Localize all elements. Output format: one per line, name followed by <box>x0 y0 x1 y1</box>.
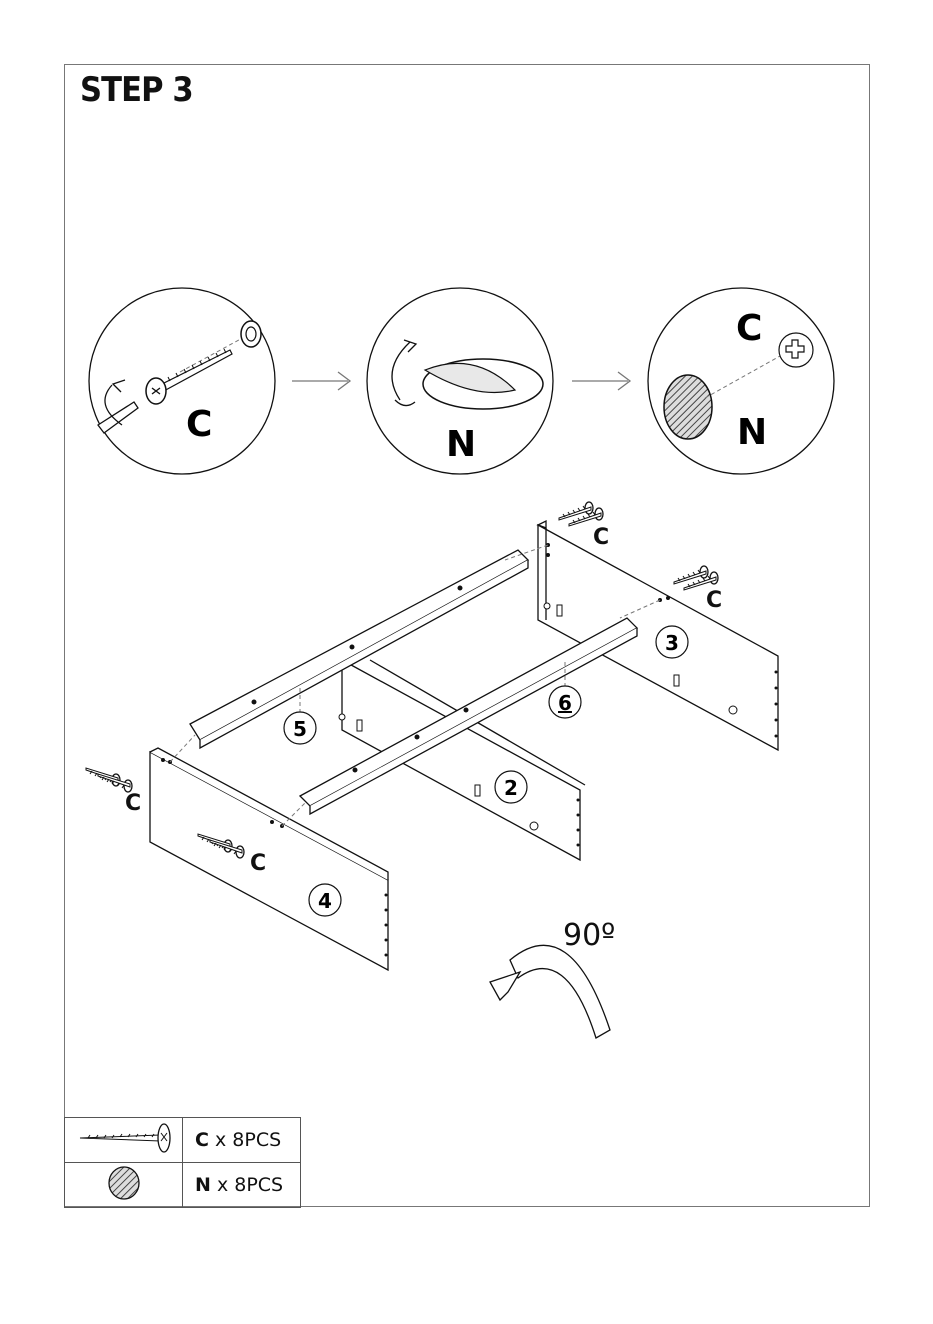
screw-label: C <box>125 791 141 816</box>
screw-label: C <box>250 851 266 876</box>
cap-icon <box>104 1165 144 1201</box>
part-number-2: 2 <box>504 776 518 800</box>
parts-legend: C x 8PCS N x 8PCS <box>64 1117 301 1208</box>
detail-letter-c: C <box>736 308 762 349</box>
legend-text-screw: C x 8PCS <box>183 1118 301 1163</box>
detail-circle-cap-on-screw: C N <box>648 288 834 474</box>
detail-letter-c: C <box>186 404 212 445</box>
part-number-3: 3 <box>665 631 679 655</box>
screw-label: C <box>593 525 609 550</box>
legend-row-cap: N x 8PCS <box>65 1163 301 1208</box>
part-number-6: 6 <box>558 691 572 715</box>
detail-letter-n: N <box>737 412 767 453</box>
part-number-5: 5 <box>293 717 307 741</box>
screw-label: C <box>706 588 722 613</box>
detail-letter-n: N <box>446 424 476 465</box>
screw-icon <box>74 1121 174 1155</box>
detail-circle-screw: C <box>89 288 275 474</box>
legend-row-screw: C x 8PCS <box>65 1118 301 1163</box>
legend-icon-cell <box>65 1163 183 1208</box>
rotate-arrow-icon <box>490 945 610 1038</box>
legend-icon-cell <box>65 1118 183 1163</box>
part-number-4: 4 <box>318 889 332 913</box>
detail-circle-cap: N <box>367 288 553 474</box>
legend-text-cap: N x 8PCS <box>183 1163 301 1208</box>
rotation-angle: 90º <box>563 918 615 953</box>
